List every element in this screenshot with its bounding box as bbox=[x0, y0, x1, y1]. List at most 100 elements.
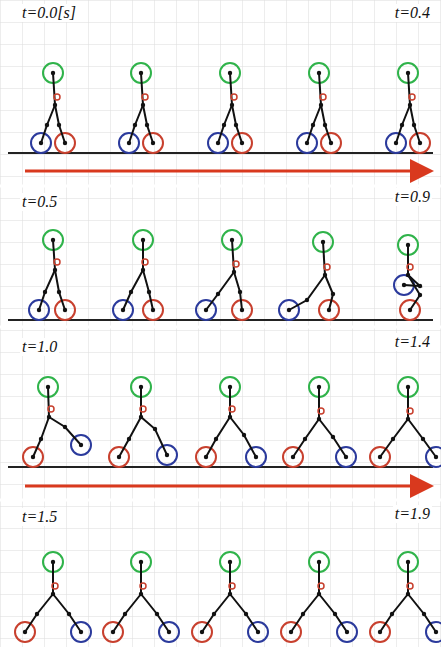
joint-dot bbox=[79, 630, 83, 634]
joint-dot bbox=[256, 630, 260, 634]
joint-dot bbox=[228, 592, 232, 596]
rear-wheel bbox=[159, 622, 179, 642]
front-wheel bbox=[370, 447, 390, 467]
joint-dot bbox=[167, 630, 171, 634]
center-of-mass bbox=[407, 264, 413, 270]
joint-dot bbox=[214, 437, 218, 441]
joint-dot bbox=[31, 455, 35, 459]
joint-dot bbox=[434, 455, 438, 459]
joint-dot bbox=[139, 415, 143, 419]
leg bbox=[319, 419, 346, 457]
leg bbox=[41, 105, 55, 143]
joint-dot bbox=[331, 292, 335, 296]
time-label: t=0.0[s] bbox=[20, 4, 78, 22]
leg bbox=[113, 594, 141, 632]
front-wheel bbox=[55, 133, 75, 153]
center-of-mass bbox=[140, 406, 146, 412]
center-of-mass bbox=[324, 264, 330, 270]
joint-dot bbox=[317, 71, 321, 75]
time-label: t=0.9 bbox=[393, 188, 432, 206]
joint-dot bbox=[421, 437, 425, 441]
joint-dot bbox=[228, 415, 232, 419]
torso bbox=[48, 387, 49, 417]
front-wheel bbox=[321, 133, 341, 153]
front-wheel bbox=[370, 622, 390, 642]
joint-dot bbox=[37, 308, 41, 312]
ground-line bbox=[8, 319, 433, 321]
joint-dot bbox=[418, 284, 422, 288]
joint-dot bbox=[394, 141, 398, 145]
leg bbox=[143, 105, 153, 143]
joint-dot bbox=[57, 123, 61, 127]
front-wheel bbox=[23, 447, 43, 467]
time-label: t=1.5 bbox=[20, 508, 59, 526]
leg bbox=[410, 105, 420, 143]
joint-dot bbox=[345, 630, 349, 634]
joint-dot bbox=[287, 308, 291, 312]
leg bbox=[25, 594, 53, 632]
joint-dot bbox=[67, 612, 71, 616]
joint-dot bbox=[291, 455, 295, 459]
front-wheel bbox=[192, 622, 212, 642]
joint-dot bbox=[400, 123, 404, 127]
joint-dot bbox=[129, 290, 133, 294]
rear-wheel bbox=[196, 300, 216, 320]
leg bbox=[232, 105, 242, 143]
joint-dot bbox=[230, 238, 234, 242]
joint-dot bbox=[204, 455, 208, 459]
joint-dot bbox=[232, 270, 236, 274]
direction-arrow bbox=[25, 170, 428, 173]
center-of-mass bbox=[140, 583, 146, 589]
leg bbox=[380, 419, 408, 457]
leg bbox=[408, 275, 420, 310]
rear-wheel bbox=[113, 300, 133, 320]
joint-dot bbox=[323, 123, 327, 127]
center-of-mass bbox=[409, 94, 415, 100]
joint-dot bbox=[303, 437, 307, 441]
joint-dot bbox=[53, 268, 57, 272]
joint-dot bbox=[240, 308, 244, 312]
leg bbox=[55, 105, 65, 143]
torso bbox=[230, 73, 232, 105]
center-of-mass bbox=[407, 408, 413, 414]
joint-dot bbox=[139, 71, 143, 75]
rear-wheel bbox=[386, 133, 406, 153]
leg bbox=[408, 594, 436, 632]
torso bbox=[323, 242, 325, 275]
time-label: t=1.0 bbox=[20, 338, 59, 356]
joint-dot bbox=[155, 612, 159, 616]
torso bbox=[408, 73, 410, 105]
joint-dot bbox=[51, 560, 55, 564]
joint-dot bbox=[406, 273, 410, 277]
joint-dot bbox=[333, 612, 337, 616]
time-label: t=1.4 bbox=[393, 333, 432, 351]
leg bbox=[129, 105, 143, 143]
joint-dot bbox=[422, 612, 426, 616]
rear-wheel bbox=[31, 133, 51, 153]
joint-dot bbox=[406, 71, 410, 75]
front-wheel bbox=[109, 447, 129, 467]
joint-dot bbox=[51, 592, 55, 596]
leg bbox=[380, 594, 408, 632]
leg bbox=[307, 105, 321, 143]
joint-dot bbox=[204, 308, 208, 312]
leg bbox=[141, 594, 169, 632]
rear-wheel bbox=[248, 622, 268, 642]
leg bbox=[234, 272, 242, 310]
joint-dot bbox=[39, 437, 43, 441]
joint-dot bbox=[305, 298, 309, 302]
front-wheel bbox=[55, 300, 75, 320]
leg bbox=[206, 417, 230, 457]
joint-dot bbox=[390, 612, 394, 616]
joint-dot bbox=[289, 630, 293, 634]
leg bbox=[206, 272, 234, 310]
center-of-mass bbox=[318, 583, 324, 589]
leg bbox=[293, 419, 319, 457]
joint-dot bbox=[139, 592, 143, 596]
front-wheel bbox=[196, 447, 216, 467]
front-wheel bbox=[319, 300, 339, 320]
front-wheel bbox=[232, 133, 252, 153]
joint-dot bbox=[39, 141, 43, 145]
center-of-mass bbox=[54, 94, 60, 100]
front-wheel bbox=[103, 622, 123, 642]
